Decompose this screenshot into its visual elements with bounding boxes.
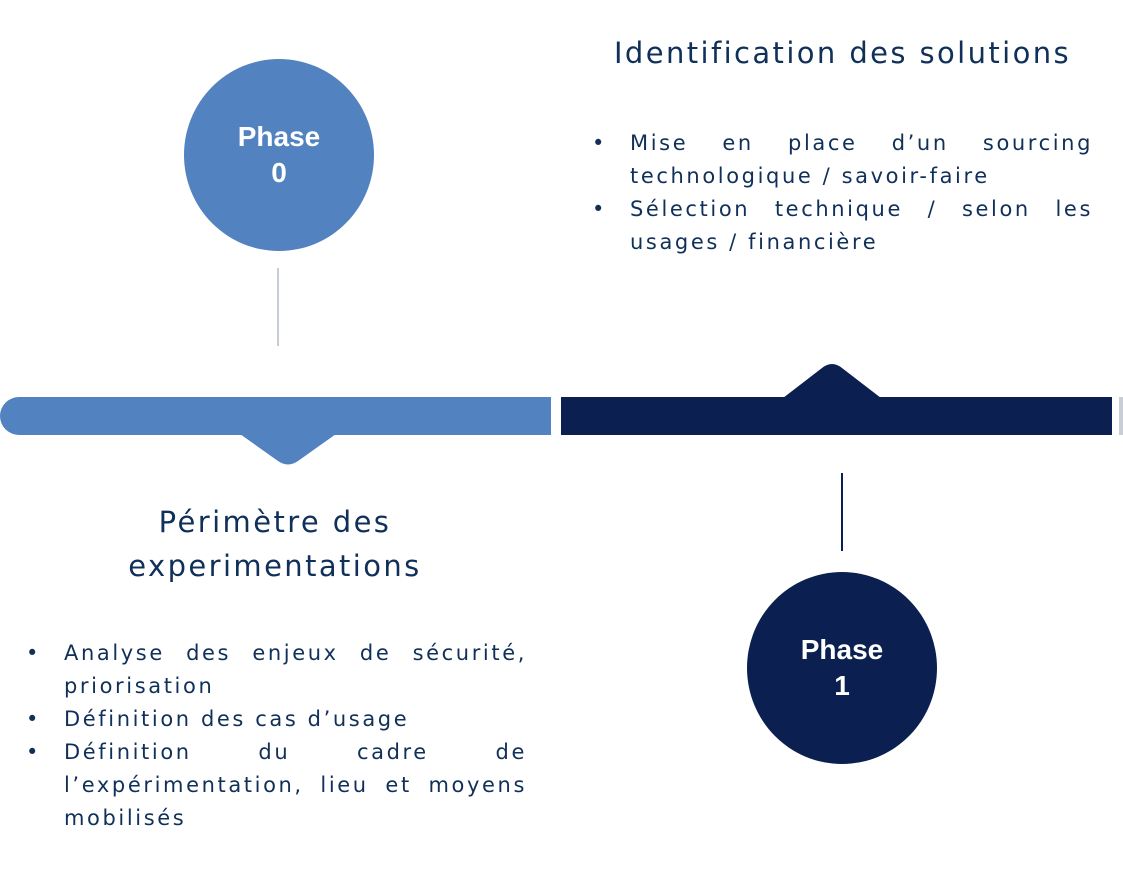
perimetre-title: Périmètre des experimentations [80, 500, 470, 588]
identification-bullet-item: Mise en place d’un sourcing technologiqu… [588, 127, 1093, 193]
timeline-edge [1119, 397, 1123, 435]
phase-0-circle: Phase 0 [184, 59, 374, 251]
timeline-bar-phase-0 [0, 397, 551, 435]
phase-1-label: Phase [800, 634, 884, 665]
perimetre-bullet-item: Analyse des enjeux de sécurité, priorisa… [22, 637, 527, 703]
perimetre-bullet-list: Analyse des enjeux de sécurité, priorisa… [22, 637, 527, 835]
timeline-bar-phase-1 [561, 397, 1112, 435]
timeline-pointers [240, 364, 881, 465]
phase-0-connector [277, 268, 279, 346]
identification-title: Identification des solutions [613, 36, 1072, 70]
phase-0-number: 0 [271, 157, 287, 188]
identification-bullet-item: Sélection technique / selon les usages /… [588, 193, 1093, 259]
pointer-down-icon [240, 434, 336, 465]
perimetre-bullet-item: Définition des cas d’usage [22, 703, 527, 736]
phase-1-circle: Phase 1 [747, 572, 937, 764]
perimetre-bullet-item: Définition du cadre de l’expérimentation… [22, 736, 527, 835]
pointer-up-icon [783, 364, 881, 398]
phase-1-connector [841, 473, 843, 551]
perimetre-title-line-2: experimentations [128, 549, 422, 583]
identification-bullet-list: Mise en place d’un sourcing technologiqu… [588, 127, 1093, 259]
phase-1-number: 1 [834, 670, 850, 701]
perimetre-title-line-1: Périmètre des [158, 505, 392, 539]
phase-0-label: Phase [237, 121, 321, 152]
